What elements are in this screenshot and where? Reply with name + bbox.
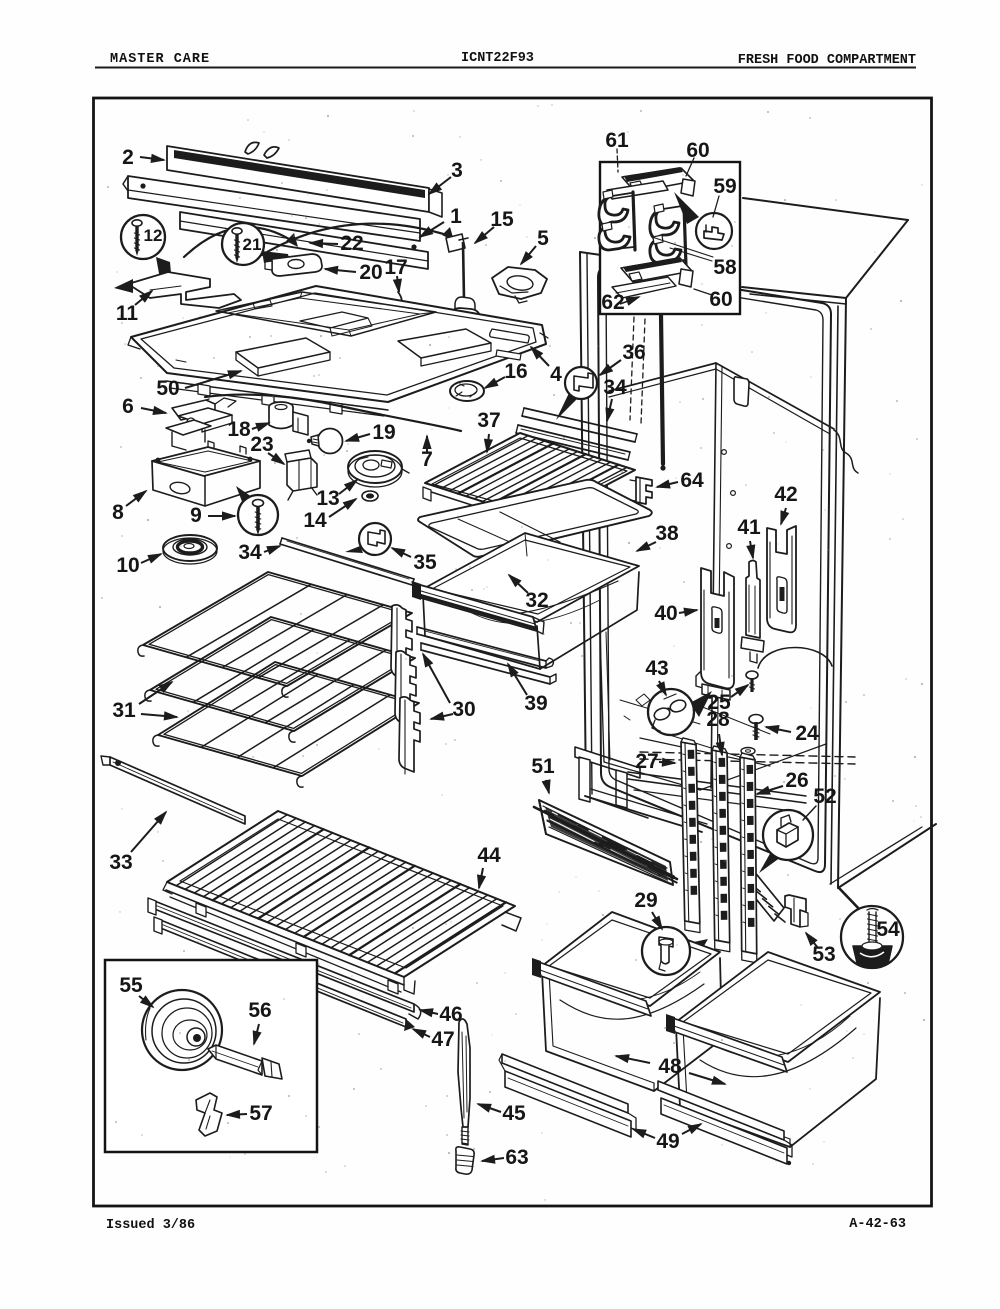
svg-text:15: 15 <box>490 208 514 231</box>
svg-text:16: 16 <box>504 360 527 383</box>
svg-text:21: 21 <box>243 235 262 254</box>
svg-text:MASTER CARE: MASTER CARE <box>110 52 210 67</box>
svg-text:49: 49 <box>656 1130 679 1153</box>
svg-text:11: 11 <box>116 302 139 325</box>
svg-text:42: 42 <box>774 483 797 506</box>
svg-text:51: 51 <box>531 755 555 778</box>
svg-text:1: 1 <box>450 205 462 228</box>
svg-text:57: 57 <box>249 1102 272 1125</box>
svg-text:36: 36 <box>622 341 645 364</box>
svg-text:FRESH FOOD COMPARTMENT: FRESH FOOD COMPARTMENT <box>738 53 916 68</box>
svg-text:33: 33 <box>109 851 132 874</box>
svg-text:64: 64 <box>680 469 704 492</box>
svg-text:40: 40 <box>654 602 677 625</box>
svg-text:31: 31 <box>112 699 136 722</box>
svg-text:59: 59 <box>713 175 736 198</box>
svg-text:3: 3 <box>451 159 463 182</box>
svg-text:ICNT22F93: ICNT22F93 <box>461 51 534 66</box>
svg-text:27: 27 <box>635 750 658 773</box>
svg-text:22: 22 <box>340 232 363 255</box>
svg-text:8: 8 <box>112 501 124 524</box>
svg-text:29: 29 <box>634 889 657 912</box>
svg-text:60: 60 <box>709 288 732 311</box>
svg-text:10: 10 <box>116 554 139 577</box>
svg-text:60: 60 <box>686 139 709 162</box>
svg-text:2: 2 <box>122 146 134 169</box>
svg-text:52: 52 <box>813 785 836 808</box>
svg-text:19: 19 <box>372 421 395 444</box>
svg-text:62: 62 <box>601 291 624 314</box>
svg-text:13: 13 <box>316 487 339 510</box>
svg-text:35: 35 <box>413 551 437 574</box>
svg-text:45: 45 <box>502 1102 526 1125</box>
svg-text:54: 54 <box>876 918 900 941</box>
svg-text:50: 50 <box>156 377 179 400</box>
svg-text:38: 38 <box>655 522 679 545</box>
svg-text:26: 26 <box>785 769 808 792</box>
svg-text:20: 20 <box>359 261 382 284</box>
svg-text:28: 28 <box>706 708 730 731</box>
svg-text:12: 12 <box>144 226 163 245</box>
svg-text:58: 58 <box>713 256 737 279</box>
svg-text:48: 48 <box>658 1055 682 1078</box>
svg-text:30: 30 <box>452 698 475 721</box>
svg-text:5: 5 <box>537 227 549 250</box>
svg-text:34: 34 <box>603 376 627 399</box>
svg-text:18: 18 <box>227 418 251 441</box>
svg-text:14: 14 <box>303 509 327 532</box>
svg-text:37: 37 <box>477 409 500 432</box>
svg-text:17: 17 <box>384 256 407 279</box>
svg-text:4: 4 <box>550 363 562 386</box>
svg-text:56: 56 <box>248 999 271 1022</box>
svg-text:44: 44 <box>477 844 501 867</box>
svg-text:32: 32 <box>525 589 548 612</box>
svg-text:23: 23 <box>250 433 273 456</box>
svg-text:61: 61 <box>605 129 629 152</box>
svg-text:55: 55 <box>119 974 143 997</box>
svg-text:43: 43 <box>645 657 668 680</box>
svg-text:9: 9 <box>190 504 202 527</box>
svg-text:41: 41 <box>737 516 761 539</box>
svg-text:39: 39 <box>524 692 547 715</box>
svg-text:63: 63 <box>505 1146 528 1169</box>
svg-text:A-42-63: A-42-63 <box>849 1217 906 1232</box>
svg-text:34: 34 <box>238 541 262 564</box>
svg-text:6: 6 <box>122 395 134 418</box>
svg-text:Issued 3/86: Issued 3/86 <box>106 1218 195 1233</box>
svg-text:24: 24 <box>795 722 819 745</box>
svg-text:47: 47 <box>431 1028 454 1051</box>
svg-text:7: 7 <box>421 448 433 471</box>
svg-text:46: 46 <box>439 1003 462 1026</box>
svg-text:53: 53 <box>812 943 835 966</box>
svg-text:25: 25 <box>707 691 731 714</box>
